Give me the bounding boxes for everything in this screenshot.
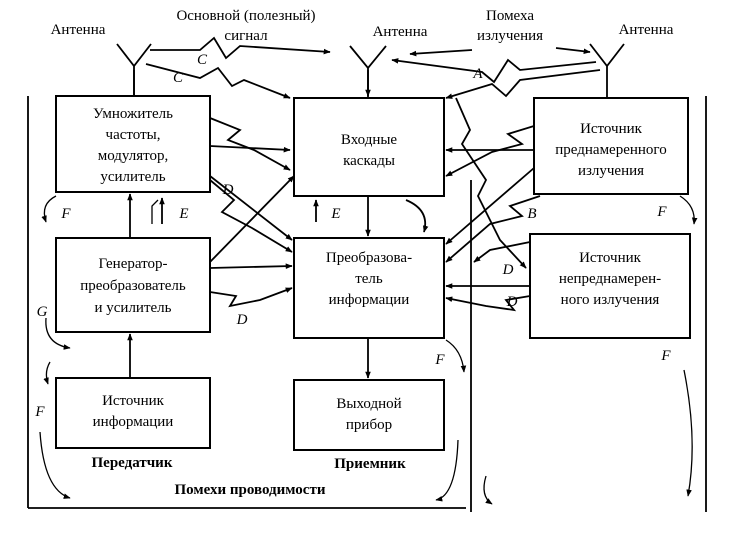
generator-box: Генератор- преобразователь и усилитель <box>55 237 211 333</box>
intentional-source-text-1: Источник <box>580 121 643 137</box>
letter-E-receiver: E <box>330 206 340 222</box>
arrow-multiplier-to-converter <box>209 175 293 241</box>
arrow-multiplier-zigzag-converter <box>209 179 293 253</box>
arrow-F-bottom-center <box>435 439 459 502</box>
antenna-label-left: Антенна <box>51 22 106 38</box>
multiplier-text-2: частоты, <box>106 127 161 143</box>
letter-B: B <box>527 206 536 222</box>
arrow-E-transmitter-small <box>151 199 159 224</box>
output-device-text-2: прибор <box>346 417 392 433</box>
arrow-generator-to-input <box>209 175 295 263</box>
arrow-C-to-input <box>145 63 291 99</box>
arrow-intentional-zigzag-input <box>445 125 535 177</box>
arrow-A-to-antenna <box>391 58 597 84</box>
info-converter-text-2: тель <box>355 271 383 287</box>
arrow-generator-zigzag-converter <box>209 287 293 308</box>
arrow-multiplier-zigzag-input <box>209 117 291 171</box>
receiver-label: Приемник <box>334 456 406 472</box>
arrow-E-receiver-curve <box>405 199 429 233</box>
arrow-F-info-source <box>43 361 51 385</box>
info-source-text-1: Источник <box>102 393 165 409</box>
multiplier-text-4: усилитель <box>100 169 165 185</box>
arrow-F-bottom-right <box>683 369 693 497</box>
arrow-zigzag-to-unintentional <box>455 97 527 269</box>
arrow-right-antenna-to-input <box>445 69 601 99</box>
unintentional-source-text-1: Источник <box>579 250 642 266</box>
arrow-unintentional-to-divider <box>473 241 531 263</box>
arrow-bottom-right-inner <box>483 475 493 505</box>
info-converter-text-1: Преобразова- <box>326 250 412 266</box>
letter-F-info-source: F <box>34 404 45 420</box>
multiplier-text-3: модулятор, <box>98 148 169 164</box>
arrow-useful-signal <box>150 36 331 60</box>
letter-D-right-top: D <box>502 262 514 278</box>
emission-interference-label-line2: излучения <box>477 28 543 44</box>
letter-F-unintentional: F <box>660 348 671 364</box>
arrow-F-converter <box>445 339 467 373</box>
letter-D-bottom-left: D <box>236 312 248 328</box>
arrow-G-generator <box>45 317 71 350</box>
arrow-intentional-to-converter <box>445 167 535 245</box>
antenna-label-right: Антенна <box>619 22 674 38</box>
multiplier-box: Умножитель частоты, модулятор, усилитель <box>55 95 211 193</box>
intentional-source-box: Источник преднамеренного излучения <box>533 97 689 195</box>
arrow-emission-top <box>409 49 473 57</box>
intentional-source-text-3: излучения <box>578 163 644 179</box>
transmitter-frame <box>27 96 466 509</box>
letter-D-right-bottom: D <box>506 294 518 310</box>
generator-text-3: и усилитель <box>94 300 171 316</box>
info-source-box: Источник информации <box>55 377 211 449</box>
arrow-F-bottom-left <box>39 431 71 499</box>
antenna-right-icon <box>589 43 625 100</box>
transmitter-label: Передатчик <box>92 455 173 471</box>
info-converter-text-3: информации <box>329 292 410 308</box>
output-device-box: Выходной прибор <box>293 379 445 451</box>
input-stages-text-2: каскады <box>343 153 395 169</box>
arrow-unintentional-zigzag-converter <box>445 295 531 312</box>
useful-signal-label: Основной (полезный) <box>176 8 315 24</box>
emission-interference-label: Помеха <box>486 8 534 24</box>
generator-text-1: Генератор- <box>99 256 168 272</box>
arrow-intentional-zigzag-converter <box>445 195 541 263</box>
arrow-F-intentional <box>679 195 698 225</box>
letter-E-transmitter: E <box>178 206 188 222</box>
unintentional-source-box: Источник непреднамерен- ного излучения <box>529 233 691 339</box>
antenna-label-center: Антенна <box>373 24 428 40</box>
generator-text-2: преобразователь <box>80 278 186 294</box>
arrow-generator-to-converter <box>209 263 293 269</box>
useful-signal-label-line2: сигнал <box>224 28 268 44</box>
letter-F-converter: F <box>434 352 445 368</box>
letter-C-top: C <box>197 52 208 68</box>
info-source-text-2: информации <box>93 414 174 430</box>
intentional-source-text-2: преднамеренного <box>555 142 666 158</box>
output-device-text-1: Выходной <box>336 396 401 412</box>
arrow-emission-top-right <box>555 47 591 55</box>
letter-G: G <box>37 304 48 320</box>
unintentional-source-text-3: ного излучения <box>561 292 660 308</box>
input-stages-box: Входные каскады <box>293 97 445 197</box>
unintentional-source-text-2: непреднамерен- <box>559 271 661 287</box>
input-stages-text-1: Входные <box>341 132 398 148</box>
conduction-interference-label: Помехи проводимости <box>175 482 326 498</box>
arrow-F-multiplier <box>41 195 57 223</box>
letter-A: A <box>472 66 483 82</box>
letter-D-top-left: D <box>222 182 234 198</box>
info-converter-box: Преобразова- тель информации <box>293 237 445 339</box>
multiplier-text-1: Умножитель <box>93 106 173 122</box>
letter-C-mid: C <box>173 70 184 86</box>
letter-F-intentional: F <box>656 204 667 220</box>
letter-F-multiplier: F <box>60 206 71 222</box>
